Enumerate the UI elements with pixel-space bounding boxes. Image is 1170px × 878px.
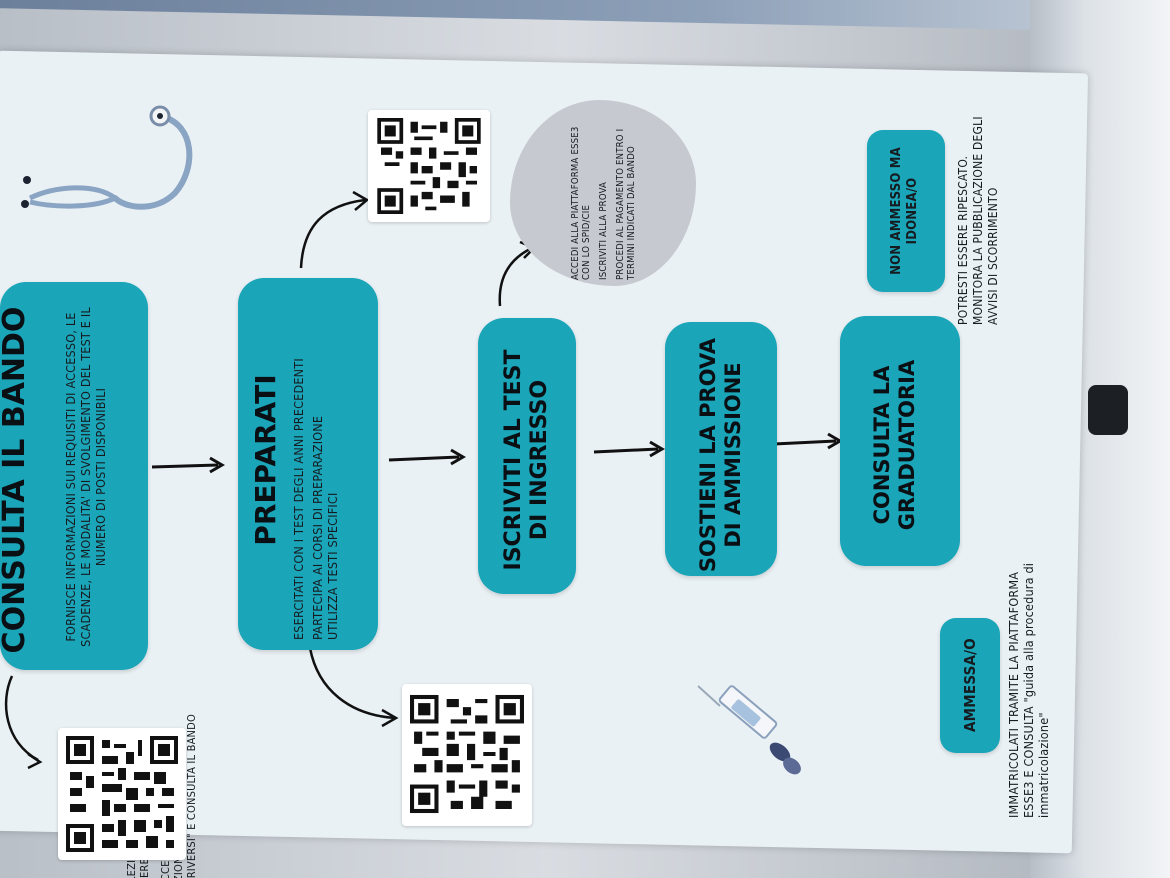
step-consulta-bando-text: FORNISCE INFORMAZIONI SUI REQUISITI DI A… [62, 307, 108, 647]
arrow-1-icon [151, 456, 225, 474]
outcome-ammesso-text-wrap: IMMATRICOLATI TRAMITE LA PIATTAFORMA ESS… [988, 538, 1068, 818]
step-graduatoria-title-wrap: CONSULTA LA GRADUATORIA [865, 320, 925, 570]
step-consulta-bando-card [0, 282, 148, 670]
outcome-non-ammesso-text-wrap: POTRESTI ESSERE RIPESCATO. MONITORA LA P… [943, 105, 1013, 325]
step-preparati-bullets-wrap: ESERCITATI CON I TEST DEGLI ANNI PRECEDE… [270, 310, 360, 640]
outcome-ammesso-badge [940, 618, 1000, 753]
step2-bullet-1: ESERCITATI CON I TEST DEGLI ANNI PRECEDE… [290, 358, 306, 640]
step-sostieni-title-wrap: SOSTIENI LA PROVA DI AMMISSIONE [691, 330, 751, 580]
step-iscriviti-title: ISCRIVITI AL TEST DI INGRESSO [501, 349, 552, 571]
step-sostieni-title: SOSTIENI LA PROVA DI AMMISSIONE [696, 337, 745, 573]
curved-arrow-qr1-icon [4, 675, 43, 770]
qr-code-icon [377, 118, 481, 214]
curved-arrow-qr3-icon [299, 190, 370, 269]
arrow-3-icon [593, 440, 665, 458]
qr-code-preparati[interactable] [402, 684, 532, 826]
step3-bullets-wrap: ACCEDI ALLA PIATTAFORMA ESSE3 CON LO SPI… [537, 108, 669, 280]
step-consulta-bando-title: CONSULTA IL BANDO [0, 306, 32, 654]
outcome-ammesso-label-wrap: AMMESSA/O [957, 620, 983, 750]
outcome-non-ammesso-label-wrap: NON AMMESSO MA IDONEA/O [882, 141, 928, 281]
step3-bullet-3: PROCEDI AL PAGAMENTO ENTRO I TERMINI IND… [614, 128, 637, 280]
step-consulta-bando-text-wrap: FORNISCE INFORMAZIONI SUI REQUISITI DI A… [45, 297, 125, 657]
qr-code-bando[interactable] [58, 728, 186, 860]
step2-bullet-3: UTILIZZA TESTI SPECIFICI [324, 492, 340, 640]
syringe-icon [697, 685, 801, 775]
step2-bullet-2: PARTECIPA AI CORSI DI PREPARAZIONE [309, 415, 325, 640]
stethoscope-icon [21, 105, 193, 210]
arrow-4-icon [773, 432, 843, 450]
frame-clip [1088, 385, 1128, 435]
qr-code-iscrizione[interactable] [368, 110, 490, 222]
step-iscriviti-card [478, 318, 576, 594]
arrow-2-icon [388, 448, 466, 466]
step3-bullet-2: ISCRIVITI ALLA PROVA [597, 181, 609, 280]
qr-code-icon [66, 736, 178, 852]
step-preparati-card [238, 278, 378, 650]
outcome-ammesso-text: IMMATRICOLATI TRAMITE LA PIATTAFORMA ESS… [1005, 562, 1051, 818]
step-graduatoria-card [840, 316, 960, 566]
step3-bullet-1: ACCEDI ALLA PIATTAFORMA ESSE3 CON LO SPI… [569, 126, 592, 280]
outcome-non-ammesso-text: POTRESTI ESSERE RIPESCATO. MONITORA LA P… [955, 116, 1000, 325]
step-consulta-bando-label-wrap: CONSULTA IL BANDO [0, 288, 39, 672]
outcome-non-ammesso-label: NON AMMESSO MA IDONEA/O [889, 147, 920, 275]
step-sostieni-card [665, 322, 777, 576]
iscrizione-steps-cloud [510, 100, 696, 286]
step-iscriviti-title-wrap: ISCRIVITI AL TEST DI INGRESSO [497, 335, 557, 585]
curved-arrow-qr2-icon [308, 647, 399, 728]
step-graduatoria-title: CONSULTA LA GRADUATORIA [870, 359, 919, 531]
outcome-non-ammesso-badge [867, 130, 945, 292]
qr-code-icon [410, 694, 524, 814]
outcome-ammesso-label: AMMESSA/O [961, 638, 979, 732]
